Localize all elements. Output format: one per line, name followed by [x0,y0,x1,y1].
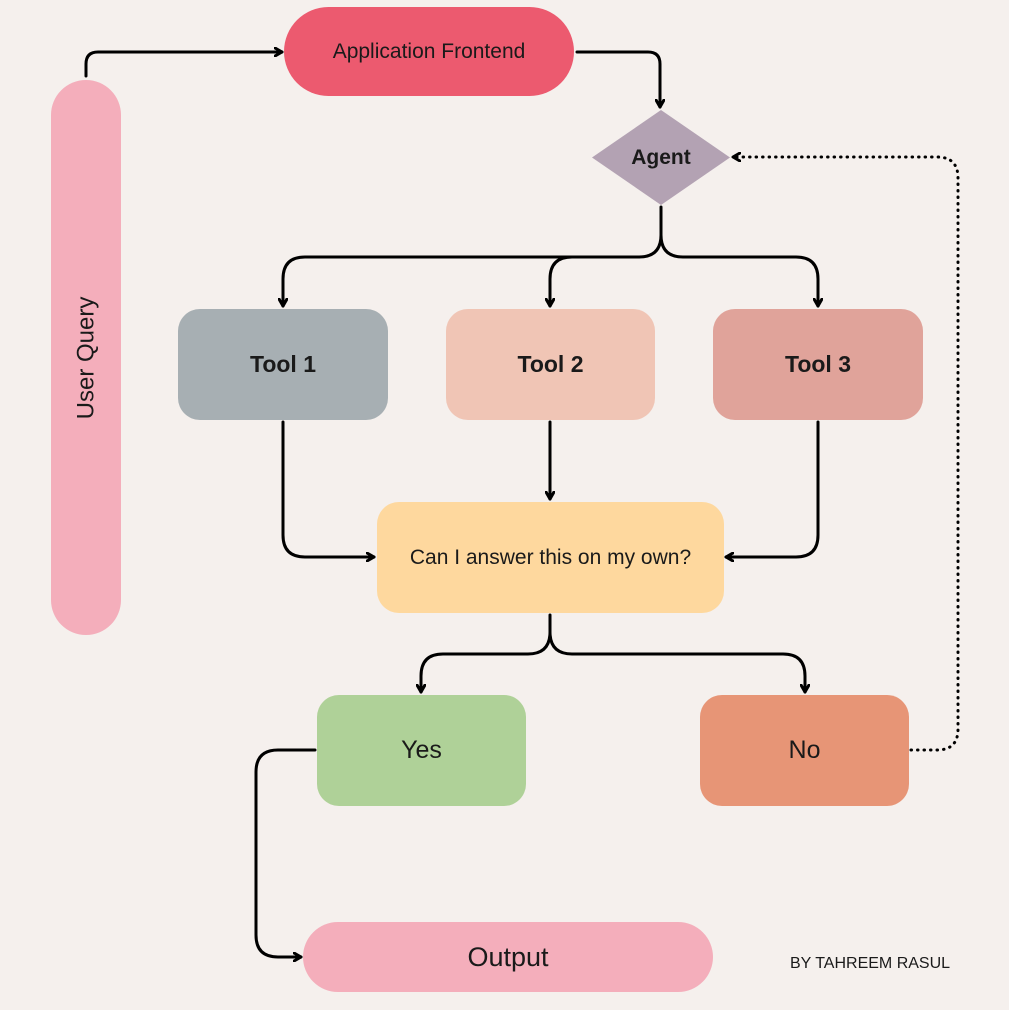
tool-1-label: Tool 1 [249,351,316,377]
tool-2-node: Tool 2 [446,309,655,420]
decision-label: Can I answer this on my own? [409,545,692,569]
application-frontend-node: Application Frontend [284,7,574,96]
connector-yes-to-output [254,748,317,957]
connector-no-to-agent-loop [731,157,960,752]
tool-1-node: Tool 1 [178,309,388,420]
yes-label: Yes [401,736,442,764]
connector-frontend-to-agent [575,50,660,109]
decision-node: Can I answer this on my own? [377,502,724,613]
no-node: No [700,695,909,806]
agent-label: Agent [631,145,691,169]
connector-agent-to-tool-3 [659,233,818,308]
agent-node: Agent [592,110,730,205]
application-frontend-label: Application Frontend [332,39,526,63]
connector-decision-to-no [548,630,805,694]
agent-diamond-shape [592,110,730,205]
connector-query-to-frontend [84,52,284,78]
tool-3-label: Tool 3 [784,351,851,377]
tool-3-node: Tool 3 [713,309,923,420]
user-query-label: User Query [72,296,100,419]
connector-agent-to-tool-2 [550,255,641,308]
no-label: No [788,736,821,764]
connector-tool-1-to-decision [281,420,376,557]
tool-2-label: Tool 2 [517,351,584,377]
connector-tool-3-to-decision [724,420,820,557]
yes-node: Yes [317,695,526,806]
user-query-node: User Query [51,80,121,635]
output-node: Output [303,922,713,992]
connector-agent-to-tool-1 [283,205,663,308]
output-label: Output [467,941,549,972]
connector-decision-to-yes [421,613,552,694]
author-credit: BY TAHREEM RASUL [790,955,951,972]
